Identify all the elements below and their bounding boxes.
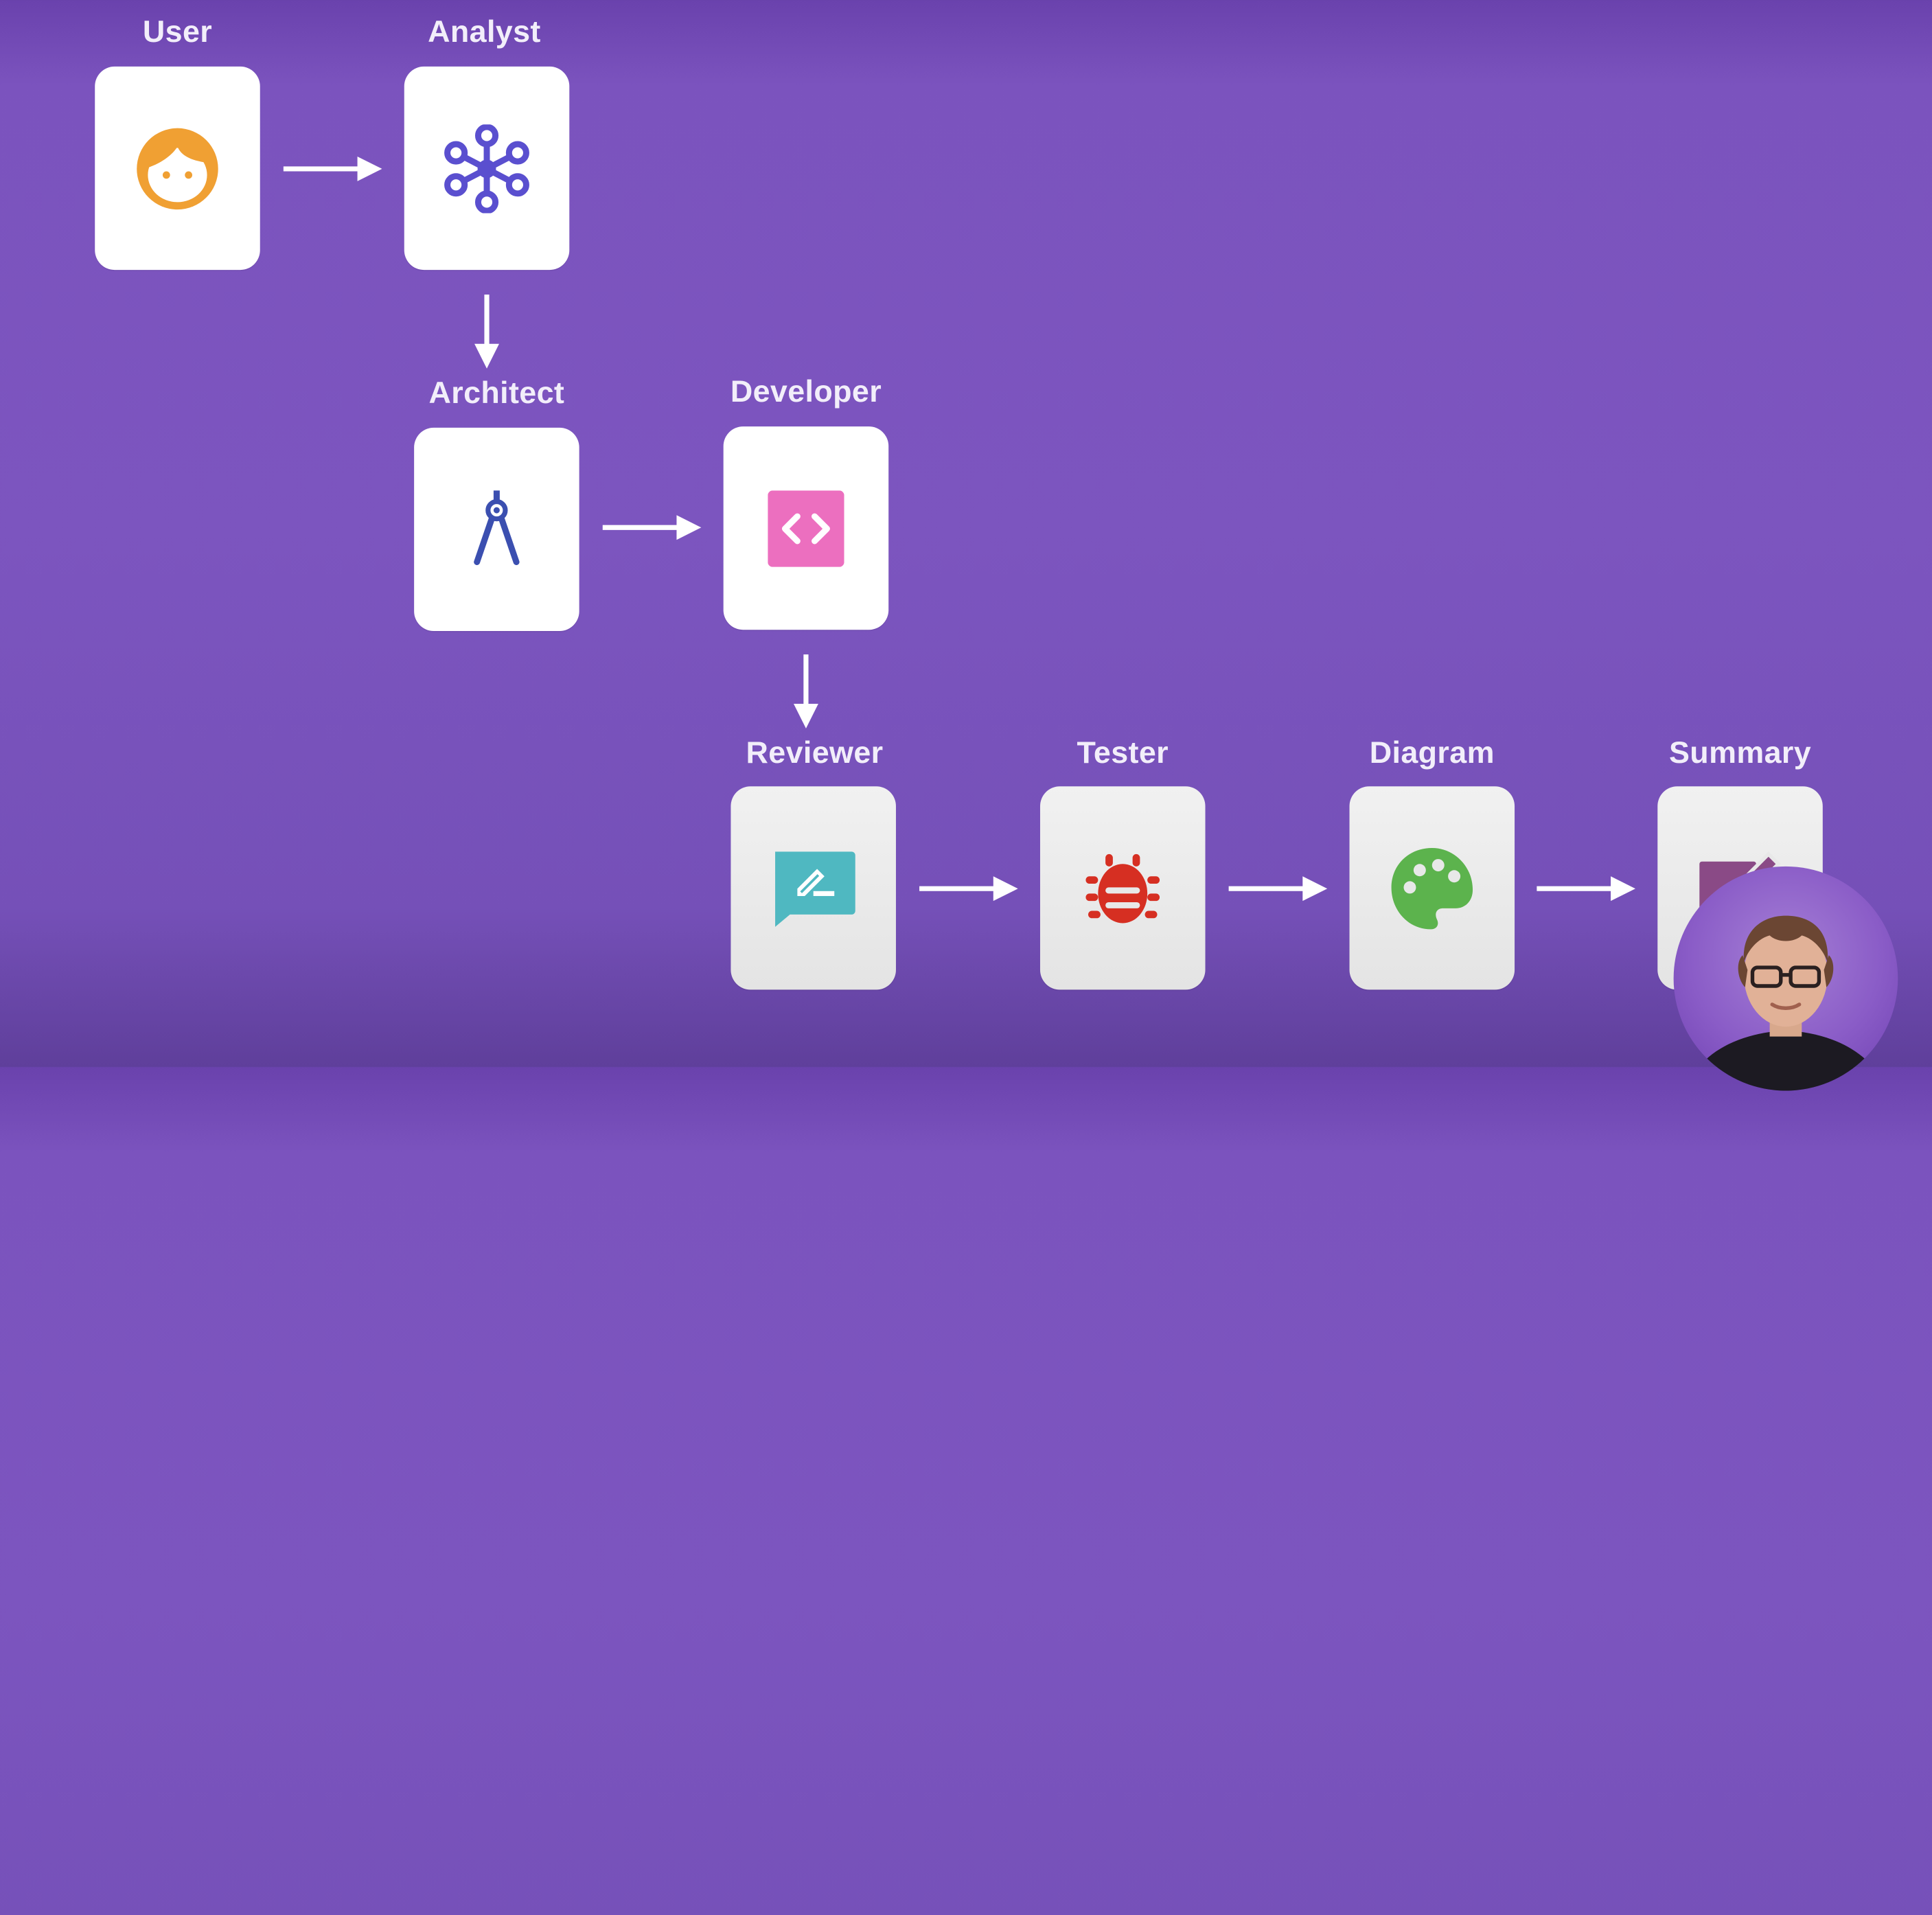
- node-analyst: [404, 66, 570, 271]
- edit-comment-icon: [770, 849, 857, 928]
- node-user: [95, 66, 260, 271]
- drafting-compass-icon: [466, 490, 528, 569]
- node-label-tester: Tester: [1077, 735, 1169, 770]
- node-label-developer: Developer: [730, 374, 882, 409]
- arrow-architect-to-developer: [602, 515, 702, 540]
- arrow-analyst-to-architect: [474, 295, 499, 369]
- node-diagram: [1349, 786, 1515, 990]
- arrow-diagram-to-summary: [1537, 876, 1635, 902]
- face-icon: [135, 125, 221, 211]
- code-brackets-icon: [768, 490, 844, 566]
- palette-icon: [1389, 845, 1475, 931]
- node-architect: [414, 427, 579, 632]
- presenter-silhouette: [1686, 915, 1886, 1091]
- network-nodes-icon: [444, 124, 530, 213]
- arrow-user-to-analyst: [283, 156, 382, 181]
- node-developer: [723, 426, 889, 630]
- node-label-reviewer: Reviewer: [746, 735, 884, 770]
- node-tester: [1039, 786, 1206, 990]
- bug-icon: [1085, 849, 1160, 928]
- arrow-tester-to-diagram: [1228, 876, 1328, 902]
- node-label-diagram: Diagram: [1369, 735, 1495, 770]
- node-label-summary: Summary: [1669, 735, 1812, 770]
- presenter-webcam: [1673, 866, 1898, 1091]
- node-label-user: User: [142, 14, 213, 49]
- node-label-architect: Architect: [428, 376, 565, 411]
- node-label-analyst: Analyst: [428, 14, 541, 49]
- arrow-reviewer-to-tester: [919, 876, 1018, 902]
- node-reviewer: [731, 786, 896, 990]
- arrow-developer-to-reviewer: [793, 654, 818, 729]
